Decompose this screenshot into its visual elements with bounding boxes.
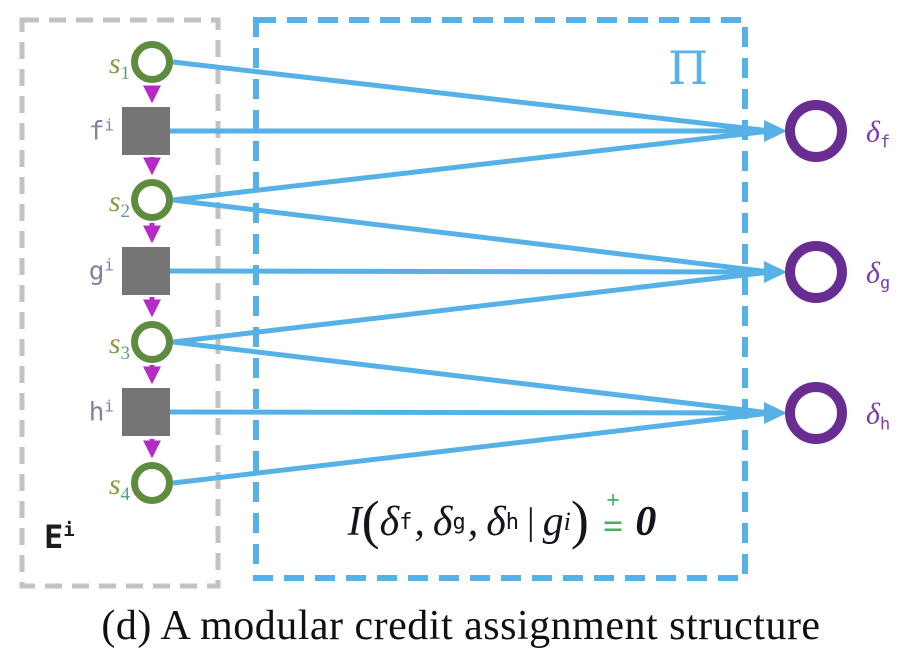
label-f: fi (89, 116, 114, 147)
zero-value: 0 (635, 499, 657, 545)
label-delta-h: δh (866, 398, 890, 435)
state-nodes (131, 41, 173, 504)
term-delta-f-sub: f (399, 509, 413, 535)
state-node-s4 (131, 462, 173, 504)
module-nodes (122, 107, 170, 436)
label-delta-f: δf (866, 116, 890, 153)
credit-edges (169, 59, 771, 486)
label-f-base: f (88, 116, 105, 147)
gradient-nodes (785, 100, 847, 444)
module-node-h (122, 388, 170, 436)
label-delta-h-sub: h (879, 414, 891, 435)
label-s2-base: s (108, 185, 121, 218)
environment-label-sup: i (63, 519, 75, 541)
gradient-node-delta-f (785, 100, 847, 162)
label-delta-f-base: δ (866, 115, 880, 149)
comma-2: , (467, 499, 479, 545)
conditioning-bar: | (526, 501, 535, 543)
left-paren: ( (361, 490, 380, 550)
label-s1: s1 (109, 47, 130, 85)
label-s4-base: s (108, 468, 121, 501)
label-delta-f-sub: f (879, 132, 891, 153)
label-s1-base: s (108, 47, 121, 80)
figure-caption: (d) A modular credit assignment structur… (101, 603, 821, 649)
label-s2: s2 (109, 185, 130, 223)
module-node-g (122, 247, 170, 295)
label-h: hi (89, 397, 114, 428)
edge-h-delta-h (169, 409, 771, 416)
label-h-base: h (88, 397, 105, 428)
condition-g-sup: i (563, 507, 571, 536)
module-node-f (122, 107, 170, 155)
term-delta-h: δ (486, 499, 506, 545)
policy-box (253, 17, 748, 581)
label-delta-g-sub: g (879, 273, 891, 294)
term-delta-g-sub: g (452, 509, 466, 535)
edge-s2-delta-g (172, 197, 771, 275)
label-delta-g: δg (866, 257, 890, 294)
edge-s4-delta-h (172, 410, 771, 486)
policy-label: Π (667, 41, 709, 95)
term-delta-g: δ (432, 499, 453, 545)
label-delta-h-base: δ (866, 397, 880, 431)
label-s4-sub: 4 (120, 484, 131, 505)
plus-sign: + (606, 487, 620, 514)
label-s4: s4 (109, 468, 130, 506)
label-g-sup: i (104, 255, 114, 275)
label-delta-g-base: δ (866, 256, 880, 290)
label-g-base: g (88, 256, 105, 287)
environment-box (19, 17, 221, 589)
environment-label-base: E (44, 518, 64, 556)
credit-arrowheads (764, 120, 787, 424)
mutual-information-symbol: I (347, 499, 362, 545)
gradient-node-delta-g (785, 241, 847, 303)
label-g: gi (89, 256, 114, 287)
edge-s2-delta-f (172, 128, 771, 203)
label-h-sup: i (104, 396, 114, 416)
edge-s3-delta-h (172, 339, 771, 416)
state-node-s1 (131, 41, 173, 83)
edge-g-delta-g (169, 268, 771, 275)
label-f-sup: i (104, 115, 114, 135)
arrowhead-delta-h (764, 402, 787, 424)
state-node-s3 (131, 321, 173, 363)
edge-s1-delta-f (172, 59, 771, 134)
arrowhead-delta-g (764, 261, 787, 283)
label-s3-sub: 3 (120, 343, 131, 364)
condition-g: g (542, 499, 564, 545)
environment-label: Ei (44, 518, 75, 556)
equals-sign: = (602, 506, 624, 547)
label-s1-sub: 1 (120, 63, 131, 84)
label-s3-base: s (108, 327, 121, 360)
plus-equals-symbol: += (602, 487, 624, 547)
label-s2-sub: 2 (120, 201, 131, 222)
comma-1: , (414, 499, 425, 545)
edge-s3-delta-g (172, 269, 771, 345)
gradient-node-delta-h (785, 382, 847, 444)
state-node-s2 (131, 179, 173, 221)
arrowhead-delta-f (764, 120, 787, 142)
term-delta-h-sub: h (505, 509, 519, 535)
label-s3: s3 (109, 327, 130, 365)
right-paren: ) (570, 490, 589, 550)
term-delta-f: δ (379, 499, 400, 545)
